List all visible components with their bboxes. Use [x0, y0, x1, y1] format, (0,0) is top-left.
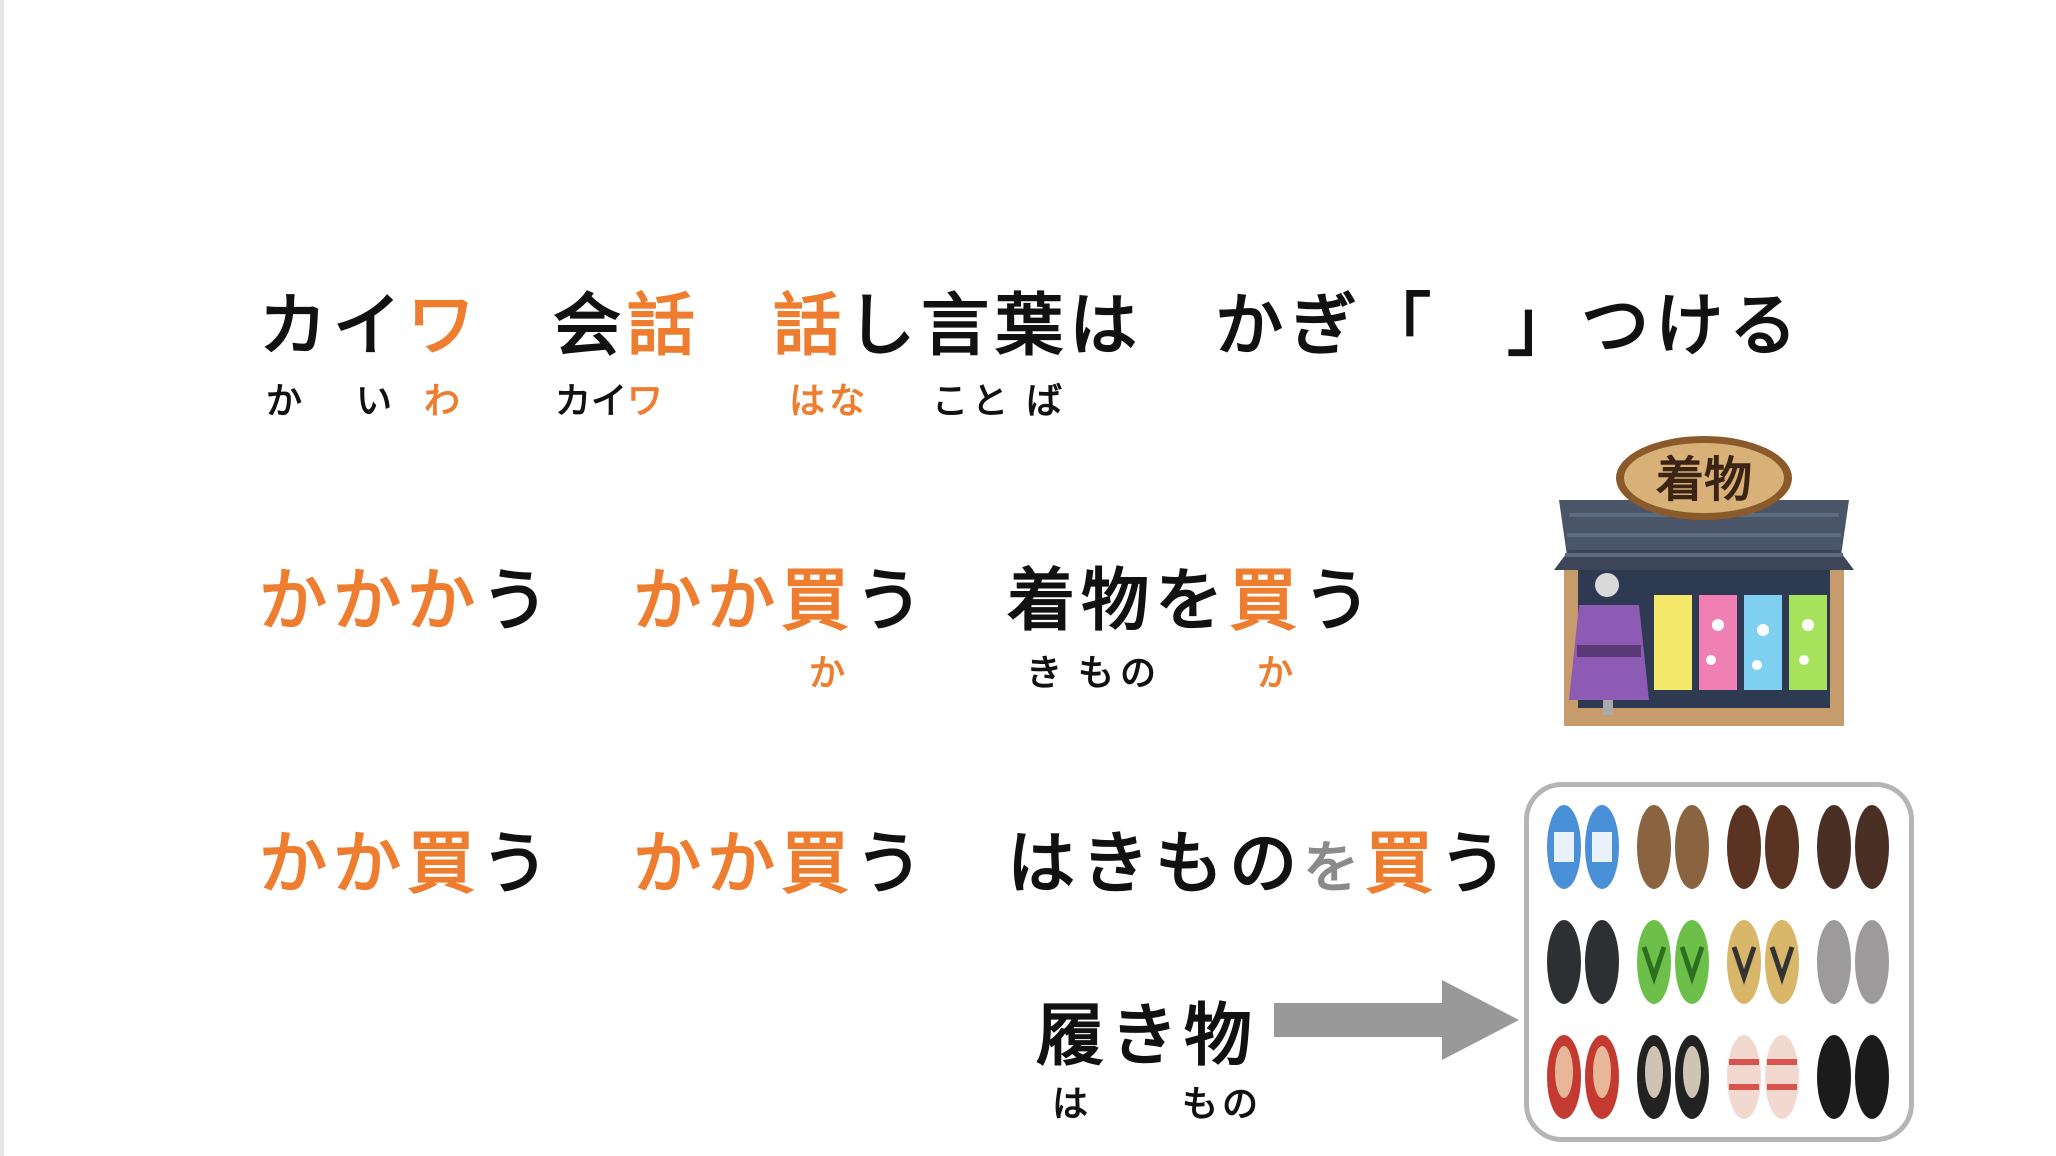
shop-sign-text: 着物	[1655, 452, 1752, 508]
ruby-line2-ka: か	[809, 653, 846, 694]
hanashi-kanji: 話	[773, 287, 848, 366]
ruby-mono: もの	[1078, 653, 1163, 694]
ruby-ba: ば	[1026, 381, 1067, 422]
ruby-mono-line4: もの	[1182, 1084, 1263, 1125]
line3-a-black: う	[481, 825, 556, 904]
line2-b-orange: かか買	[633, 562, 856, 641]
right-arrow-icon	[1274, 980, 1519, 1060]
line3-c-kau-kanji: 買	[1365, 825, 1440, 904]
ruby-kaiwa-kata-1: カイ	[555, 381, 628, 422]
line2-main: かかかうかか買う着物を買う	[259, 545, 1377, 644]
line3-a-orange: かか買	[259, 825, 482, 904]
line3-c-wo: を	[1303, 836, 1366, 901]
ruby-hana: はな	[789, 381, 870, 422]
ruby-ka: か	[266, 381, 303, 422]
line1-main: カイワ会話話し言葉はかぎ「」つける	[259, 270, 1803, 369]
line3-b-black: う	[855, 825, 930, 904]
ruby-line2-c-ka: か	[1257, 653, 1294, 694]
line3-c-hakimono: はきもの	[1007, 825, 1304, 904]
kagi-close: 」つける	[1507, 287, 1804, 366]
ruby-kimono: きもの	[1026, 644, 1162, 696]
line2-b-black: う	[855, 562, 930, 641]
kaiwa-kanji-part1: 会	[553, 287, 628, 366]
line2-c-kau-kanji: 買	[1229, 562, 1304, 641]
shoes-icon	[1547, 805, 1889, 1119]
kimono-shop-illustration: 着物	[1554, 436, 1854, 726]
line3-main: かか買うかか買うはきものを買う	[259, 808, 1513, 907]
ruby-kaiwa-kata-2: ワ	[627, 381, 664, 422]
line3-c-u: う	[1439, 825, 1514, 904]
hanashi-rest: し言葉は	[847, 287, 1144, 366]
line2-a-black: う	[481, 562, 556, 641]
ruby-i: い	[356, 381, 393, 422]
ruby-koto: こと	[932, 381, 1013, 422]
kaiwa-kanji-part2: 話	[627, 287, 702, 366]
hakimono-kanji: 履き物	[1036, 997, 1259, 1076]
line2-a-orange: かかか	[259, 562, 482, 641]
ruby-kaiwa-katakana: カイワ	[555, 372, 663, 424]
ruby-ha: は	[1052, 1084, 1089, 1125]
line2-c-u: う	[1303, 562, 1378, 641]
line2-c-kimono: 着物を	[1007, 562, 1230, 641]
kagi-open: かぎ「	[1215, 287, 1438, 366]
ruby-kotoba: ことば	[932, 372, 1066, 424]
footwear-illustration	[1524, 782, 1914, 1142]
line3-b-orange: かか買	[633, 825, 856, 904]
ruby-ki: き	[1026, 653, 1069, 694]
kaiwa-katakana-part1: カイ	[259, 287, 408, 366]
kaiwa-katakana-part2: ワ	[407, 287, 482, 366]
ruby-wa: わ	[424, 381, 461, 422]
